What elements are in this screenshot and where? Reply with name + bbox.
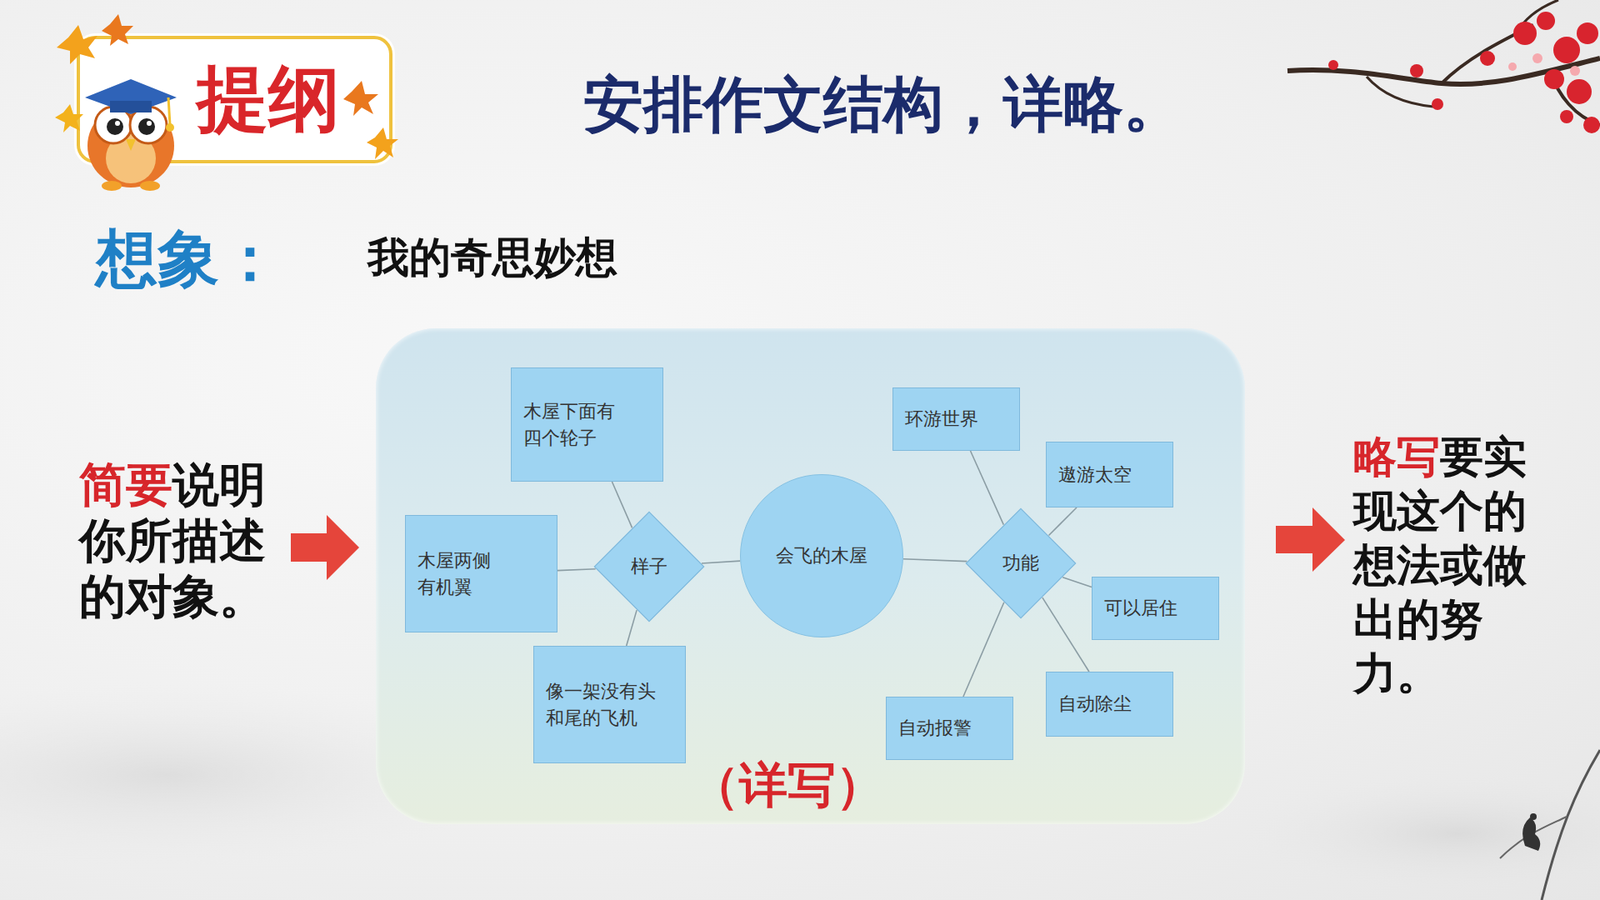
connector-line [626, 610, 637, 646]
diamond-fill [965, 508, 1075, 618]
decision-diamond: 功能 [965, 507, 1077, 620]
connector-line [963, 602, 1005, 697]
label-text: 想象： [95, 218, 281, 302]
owl-illustration [51, 20, 210, 196]
title-badge: 提纲 [76, 35, 393, 164]
text-box: 木屋两侧有机翼 [405, 515, 558, 633]
connector-line [1049, 507, 1078, 536]
note-paragraph: 略写要实现这个的想法或做出的努力。 [1353, 430, 1553, 701]
mindmap-panel: （详写） 木屋下面有四个轮子 环游世界遨游太空木屋两侧有机翼 样子 会飞的木屋 功能可以居… [375, 328, 1245, 825]
node-text: 自动除尘 [1058, 690, 1140, 718]
node-text: 环游世界 [905, 405, 986, 433]
plum-branch [1287, 0, 1600, 134]
connector-line [970, 450, 1005, 525]
connector-line [1062, 577, 1092, 588]
node-text: 可以居住 [1104, 595, 1185, 622]
text-box: 环游世界 [892, 387, 1020, 451]
label-text: 简要 [79, 457, 173, 512]
node-text: （详写） [687, 756, 888, 815]
text-box: 遨游太空 [1045, 441, 1174, 508]
label-text: 略写 [1353, 431, 1440, 482]
connector-line [611, 481, 632, 528]
connector-line [903, 559, 968, 562]
label-text: 我的奇思妙想 [367, 230, 618, 286]
connector-line [1042, 597, 1090, 672]
note-paragraph: 简要说明你所描述的对象。 [79, 456, 280, 625]
text-box: 像一架没有头和尾的飞机 [533, 645, 686, 764]
title: 安排作文结构，详略。 [583, 65, 1184, 145]
text-box: 木屋下面有四个轮子 [510, 367, 664, 482]
arrow-symbol [290, 515, 360, 580]
bird-branch [1500, 750, 1600, 900]
node-text: 木屋两侧有机翼 [417, 547, 497, 601]
connector-line [557, 569, 596, 571]
diamond-fill [594, 511, 704, 621]
ink-wash [1241, 775, 1600, 892]
node-text: 样子 [630, 554, 668, 580]
node-text: 自动报警 [898, 715, 980, 742]
node-text: 提纲 [196, 57, 340, 140]
node-text: 木屋下面有四个轮子 [523, 398, 619, 452]
node-text: 像一架没有头和尾的飞机 [545, 678, 660, 732]
arrow-symbol [1275, 507, 1345, 572]
text-box: 自动除尘 [1045, 671, 1174, 737]
text-box: 自动报警 [885, 696, 1014, 760]
decision-diamond: 样子 [593, 510, 705, 623]
center-circle: 会飞的木屋 [740, 474, 904, 638]
node-text: 会飞的木屋 [775, 543, 868, 569]
connector-line [701, 560, 740, 564]
node-text: 遨游太空 [1058, 461, 1140, 489]
node-text: 功能 [1002, 550, 1040, 576]
text-box: 可以居住 [1091, 576, 1220, 640]
